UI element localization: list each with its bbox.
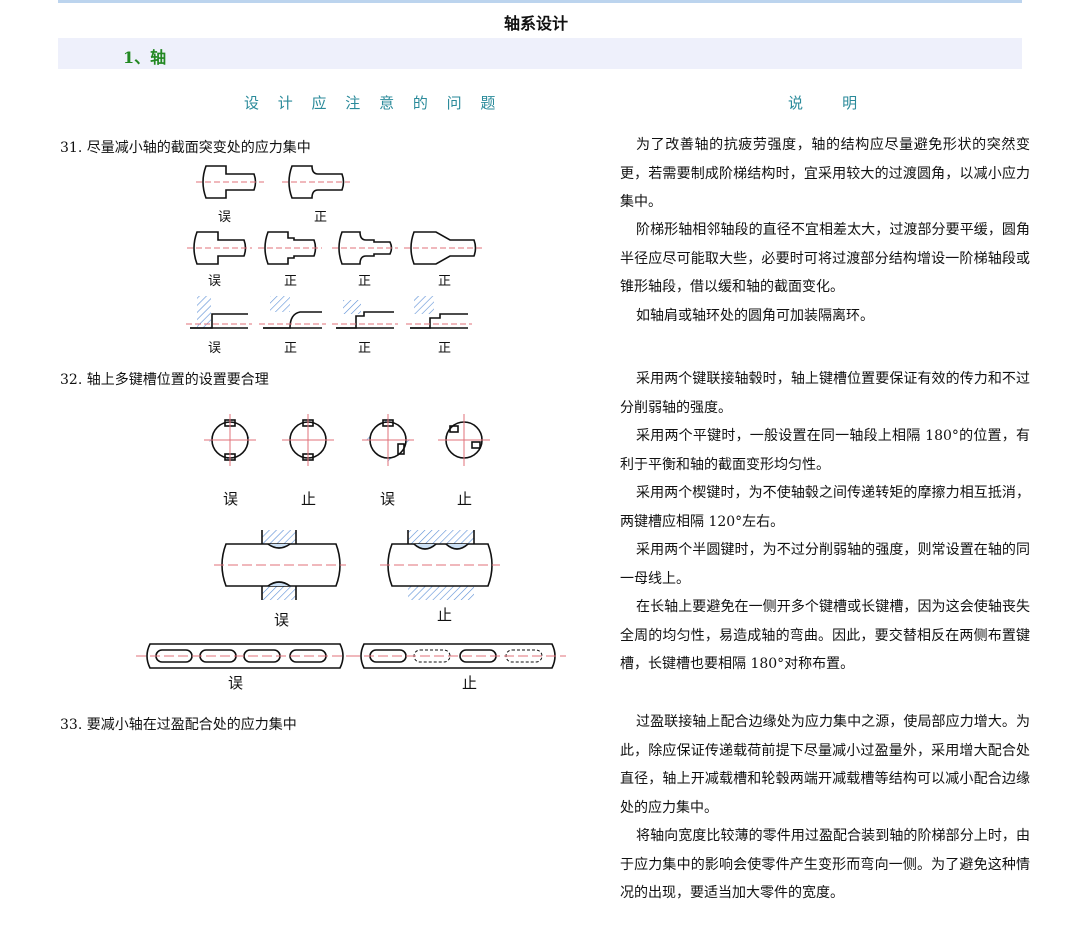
fig31-row2-label-3: 正: [358, 274, 372, 289]
fig32-long-shaft-right: [350, 643, 566, 669]
column-header-notes: 说 明: [788, 94, 862, 112]
item-31-para-3: 如轴肩或轴环处的圆角可加装隔离环。: [636, 308, 874, 324]
fig32-long-label-right: 止: [462, 674, 478, 692]
figures-canvas: [136, 165, 566, 669]
fig31-row2-2: [258, 231, 322, 265]
item-33-para-2: 将轴向宽度比较薄的零件用过盈配合装到轴的阶梯部分上时，由于应力集中的影响会使零件…: [620, 828, 1030, 901]
fig31-row1-wrong: [196, 165, 264, 199]
item-33-title: 33. 要减小轴在过盈配合处的应力集中: [60, 717, 297, 733]
fig31-row3-1: [186, 296, 252, 329]
fig32-section-label-2: 止: [301, 490, 317, 508]
column-header-issues: 设 计 应 注 意 的 问 题: [244, 94, 503, 112]
top-rule: [58, 0, 1022, 3]
item-32-para-1: 采用两个键联接轴毂时，轴上键槽位置要保证有效的传力和不过分削弱轴的强度。: [620, 371, 1030, 416]
fig32-section-label-4: 止: [457, 490, 473, 508]
fig31-row2-label-1: 误: [208, 274, 222, 289]
fig31-row3-label-2: 正: [284, 341, 298, 356]
fig31-row3-4: [406, 296, 472, 329]
fig32-hub-label-wrong: 误: [274, 611, 290, 629]
fig32-long-label-wrong: 误: [228, 674, 244, 692]
fig32-hub-wrong: [214, 530, 346, 600]
item-32-title: 32. 轴上多键槽位置的设置要合理: [60, 372, 269, 388]
fig31-row2-label-4: 正: [438, 274, 452, 289]
item-31-para-2: 阶梯形轴相邻轴段的直径不宜相差太大，过渡部分要平缓，圆角半径应尽可能取大些，必要…: [620, 222, 1030, 295]
item-32-para-3: 采用两个楔键时，为不使轴毂之间传递转矩的摩擦力相互抵消，两键槽应相隔 120°左…: [620, 485, 1030, 530]
section-title: 1、轴: [123, 48, 167, 67]
fig32-section-3: [362, 414, 414, 466]
fig32-hub-label-right: 止: [437, 606, 453, 624]
item-31-title: 31. 尽量减小轴的截面突变处的应力集中: [60, 140, 311, 156]
item-32-para-5: 在长轴上要避免在一侧开多个键槽或长键槽，因为这会使轴丧失全周的均匀性，易造成轴的…: [620, 599, 1030, 672]
fig31-label-right: 正: [314, 210, 328, 225]
item-32-para-2: 采用两个平键时，一般设置在同一轴段上相隔 180°的位置，有利于平衡和轴的截面变…: [620, 428, 1030, 473]
fig31-row3-label-4: 正: [438, 341, 452, 356]
fig32-hub-right: [380, 530, 500, 600]
fig31-row3-label-3: 正: [358, 341, 372, 356]
fig31-row1-right: [282, 165, 350, 199]
fig31-row2-label-2: 正: [284, 274, 298, 289]
fig32-section-label-3: 误: [380, 490, 396, 508]
fig31-row3-label-1: 误: [208, 341, 222, 356]
item-31-para-1: 为了改善轴的抗疲劳强度，轴的结构应尽量避免形状的突然变更，若需要制成阶梯结构时，…: [620, 137, 1030, 210]
fig31-row3-2: [259, 296, 326, 329]
fig31-row2-3: [332, 231, 398, 265]
fig32-section-label-1: 误: [223, 490, 239, 508]
fig32-section-1: [204, 414, 256, 466]
fig31-label-wrong: 误: [218, 210, 232, 225]
item-32-para-4: 采用两个半圆键时，为不过分削弱轴的强度，则常设置在轴的同一母线上。: [620, 542, 1030, 587]
fig31-row2-4: [404, 231, 482, 265]
fig31-row2-1: [187, 231, 252, 265]
section-band: [58, 38, 1022, 69]
fig32-long-shaft-wrong: [136, 643, 352, 669]
fig32-section-2: [282, 414, 334, 466]
document-title: 轴系设计: [503, 14, 568, 33]
item-33-para-1: 过盈联接轴上配合边缘处为应力集中之源，使局部应力增大。为此，除应保证传递载荷前提…: [620, 714, 1030, 816]
fig32-section-4: [438, 414, 490, 466]
fig31-row3-3: [332, 300, 398, 329]
